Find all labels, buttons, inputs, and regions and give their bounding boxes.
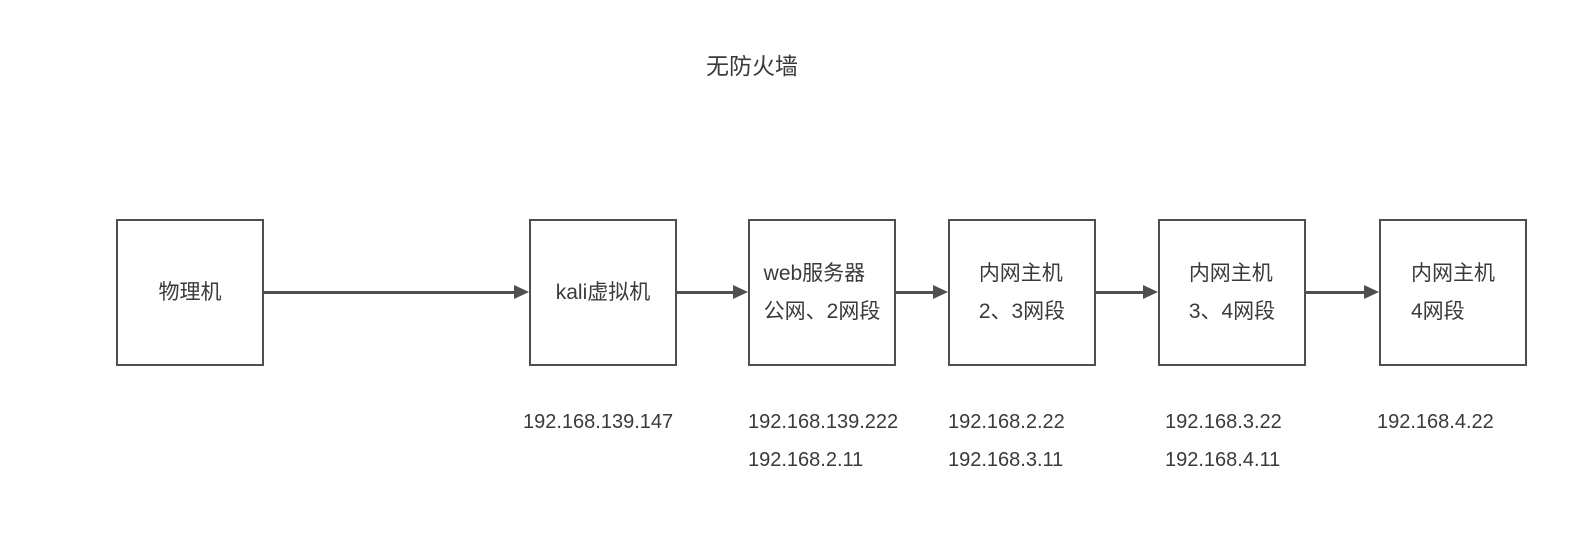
node-physical-machine: 物理机 bbox=[116, 219, 264, 366]
node-label-intranet-host-3-4: 内网主机 3、4网段 bbox=[1189, 255, 1275, 331]
node-label-kali-vm: kali虚拟机 bbox=[556, 274, 651, 312]
node-label-line: 公网、2网段 bbox=[763, 299, 881, 323]
node-label-line: 2、3网段 bbox=[978, 299, 1066, 323]
ip-line: 192.168.3.22 bbox=[1165, 411, 1282, 433]
node-intranet-host-4: 内网主机 4网段 bbox=[1379, 219, 1527, 366]
node-label-intranet-host-2-3: 内网主机 2、3网段 bbox=[979, 255, 1065, 331]
node-label-line: 物理机 bbox=[158, 280, 222, 304]
node-label-line: 3、4网段 bbox=[1188, 299, 1276, 323]
ip-line: 192.168.4.11 bbox=[1165, 449, 1281, 471]
ip-line: 192.168.3.11 bbox=[948, 449, 1064, 471]
node-label-line: web服务器 bbox=[763, 261, 866, 285]
node-label-line: kali虚拟机 bbox=[555, 280, 651, 304]
ip-line: 192.168.2.11 bbox=[748, 449, 864, 471]
arrow-web-to-host23 bbox=[896, 285, 948, 299]
ip-line: 192.168.2.22 bbox=[948, 411, 1065, 433]
arrow-kali-to-web bbox=[677, 285, 748, 299]
ip-line: 192.168.4.22 bbox=[1377, 411, 1494, 433]
ip-label-web-server: 192.168.139.222 192.168.2.11 bbox=[748, 403, 898, 479]
node-intranet-host-3-4: 内网主机 3、4网段 bbox=[1158, 219, 1306, 366]
node-label-line: 内网主机 bbox=[1188, 261, 1273, 285]
node-label-line: 内网主机 bbox=[978, 261, 1063, 285]
diagram-title: 无防火墙 bbox=[706, 53, 798, 79]
node-intranet-host-2-3: 内网主机 2、3网段 bbox=[948, 219, 1096, 366]
arrow-host23-to-host34 bbox=[1096, 285, 1158, 299]
node-label-intranet-host-4: 内网主机 4网段 bbox=[1411, 255, 1495, 331]
ip-label-intranet-host-2-3: 192.168.2.22 192.168.3.11 bbox=[948, 403, 1065, 479]
ip-line: 192.168.139.147 bbox=[523, 411, 674, 433]
node-label-line: 内网主机 bbox=[1411, 261, 1495, 285]
ip-label-intranet-host-3-4: 192.168.3.22 192.168.4.11 bbox=[1165, 403, 1282, 479]
arrow-host34-to-host4 bbox=[1306, 285, 1379, 299]
arrow-physical-to-kali bbox=[264, 285, 529, 299]
ip-label-intranet-host-4: 192.168.4.22 bbox=[1377, 403, 1494, 441]
node-web-server: web服务器 公网、2网段 bbox=[748, 219, 896, 366]
ip-label-kali-vm: 192.168.139.147 bbox=[523, 403, 673, 441]
node-label-line: 4网段 bbox=[1411, 299, 1465, 323]
ip-line: 192.168.139.222 bbox=[748, 411, 899, 433]
node-label-physical-machine: 物理机 bbox=[159, 274, 222, 312]
node-label-web-server: web服务器 公网、2网段 bbox=[764, 255, 881, 331]
node-kali-vm: kali虚拟机 bbox=[529, 219, 677, 366]
